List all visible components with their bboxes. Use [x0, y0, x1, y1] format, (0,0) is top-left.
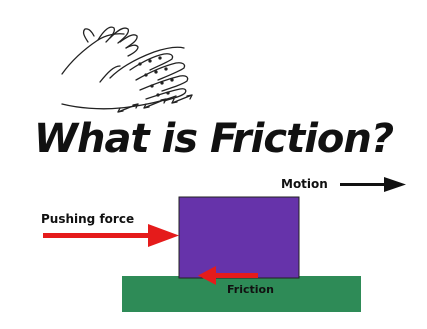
pushing-force-label: Pushing force [41, 212, 134, 226]
block [179, 197, 299, 278]
rubbing-hands-icon [62, 27, 192, 112]
motion-label: Motion [281, 177, 328, 191]
friction-label: Friction [227, 283, 274, 296]
page-title: What is Friction? [0, 116, 427, 162]
pushing-force-arrow [43, 224, 179, 247]
motion-arrow [340, 177, 406, 192]
